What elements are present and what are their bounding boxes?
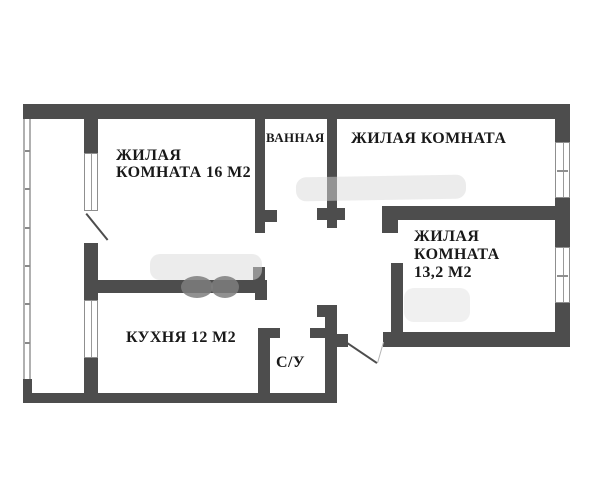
wall-exterior-right-1 (555, 119, 570, 142)
window-balcony-exterior (23, 119, 31, 379)
wall-exterior-right-3 (555, 303, 570, 332)
wall-entrance-jamb (337, 334, 348, 347)
label-wc: С/У (276, 354, 305, 371)
watermark-ellipse (181, 276, 213, 298)
window-mullion-icon (557, 275, 568, 277)
label-kitchen: КУХНЯ 12 М2 (126, 329, 237, 346)
door-swing-entrance (344, 341, 378, 364)
label-living-room-13-line2: КОМНАТА (414, 246, 500, 263)
window-mullion-icon (25, 342, 30, 344)
window-mullion-icon (25, 265, 30, 267)
door-swing-balcony (85, 213, 109, 241)
wall-wc-left (258, 328, 270, 403)
window-pane-line (91, 301, 92, 357)
label-living-room-16-line2: КОМНАТА 16 М2 (116, 164, 252, 181)
wall-balcony-c (84, 358, 98, 395)
wall-balcony-b (84, 243, 98, 300)
window-mullion-icon (557, 170, 568, 172)
wall-wc-right-cap (317, 305, 325, 317)
wall-wc-top-left (270, 328, 280, 338)
window-mullion-icon (25, 150, 30, 152)
wall-exterior-left-corner (23, 379, 32, 403)
window-mullion-icon (25, 188, 30, 190)
wall-bathroom-right (327, 104, 337, 228)
watermark-blob (404, 288, 470, 322)
wall-exterior-top (23, 104, 570, 119)
label-living-room-13-line3: 13,2 М2 (414, 264, 472, 281)
label-bathroom: ВАННАЯ (266, 130, 325, 145)
wall-living13-left (391, 263, 403, 347)
wall-bathroom-left (255, 104, 265, 233)
watermark-ellipse (211, 276, 239, 298)
window-living-room-16 (84, 153, 98, 211)
wall-exterior-bottom-left (23, 393, 337, 403)
wall-wc-right (325, 305, 337, 403)
wall-exterior-bottom-right (383, 332, 570, 347)
watermark-blob (150, 254, 262, 280)
wall-bathroom-bottom-right (317, 208, 345, 220)
window-mullion-icon (25, 303, 30, 305)
window-pane-line (91, 154, 92, 210)
label-living-room-13-line1: ЖИЛАЯ (414, 228, 480, 245)
watermark-blob (295, 174, 467, 202)
window-kitchen (84, 300, 98, 358)
wall-balcony-a (84, 110, 98, 153)
door-arc-entrance (377, 341, 385, 364)
wall-bathroom-bottom-left (265, 210, 277, 222)
window-mullion-icon (25, 227, 30, 229)
wall-living-top-right-bottom (382, 206, 570, 220)
window-living-room-13 (555, 247, 570, 303)
window-living-room-top-right (555, 142, 570, 198)
wall-kitchen-door-jamb (255, 293, 267, 300)
label-living-room-top-right: ЖИЛАЯ КОМНАТА (351, 130, 507, 147)
label-living-room-16-line1: ЖИЛАЯ (116, 147, 182, 164)
wall-wc-top-right (310, 328, 325, 338)
wall-living13-left-stub (382, 220, 398, 233)
